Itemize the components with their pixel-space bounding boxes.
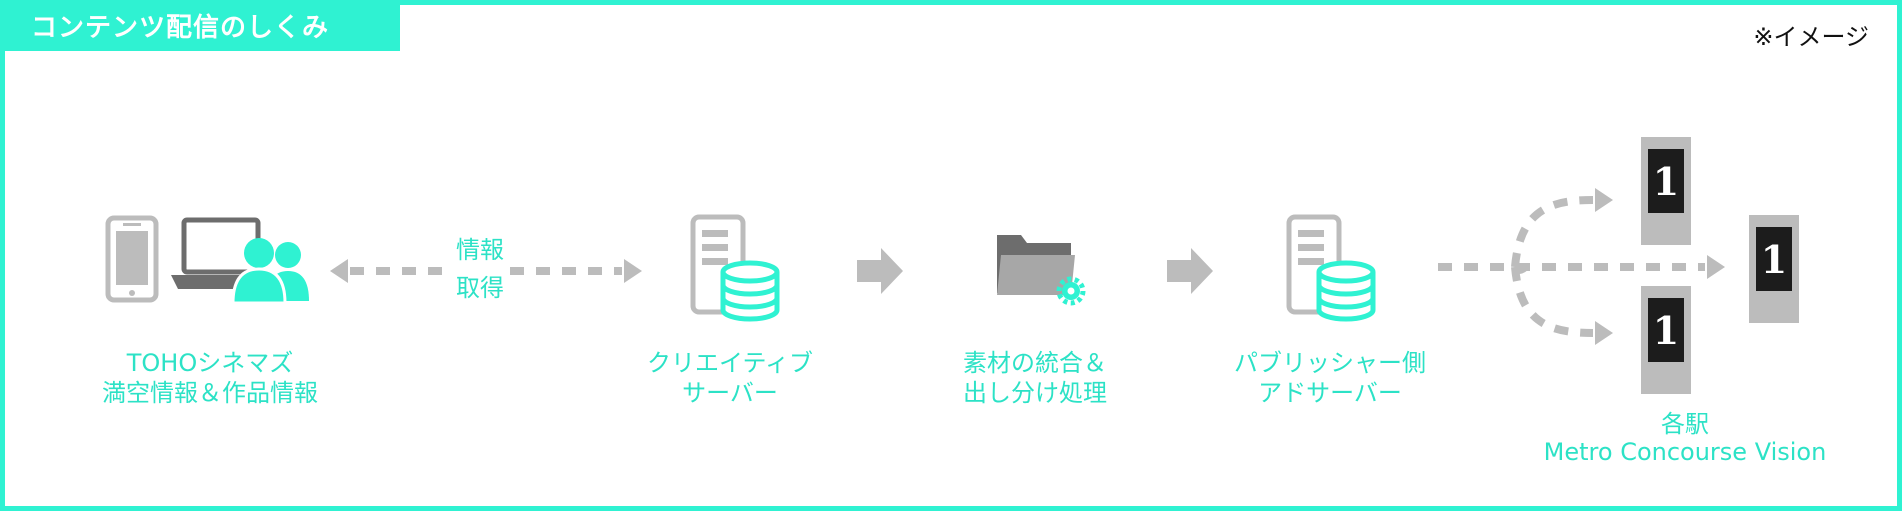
screen-digit: 1 <box>1761 237 1787 282</box>
gear-icon <box>1056 276 1086 306</box>
image-note: ※イメージ <box>1753 23 1869 51</box>
distribution-arrows <box>1438 188 1725 345</box>
stage-output-tag: 出力 <box>1287 83 1385 121</box>
flow-arrow-2 <box>1167 248 1213 294</box>
screen-digit: 1 <box>1653 159 1679 204</box>
diagram-title: コンテンツ配信のしくみ <box>5 5 400 51</box>
exchange-arrow <box>330 259 642 283</box>
screen-digit: 1 <box>1653 308 1679 353</box>
process-label: 素材の統合＆ 出し分け処理 <box>963 349 1107 407</box>
stations-label: 各駅 Metro Concourse Vision <box>1543 410 1827 466</box>
stage-input-tag: 入力 <box>692 83 790 121</box>
database-icon <box>1316 260 1376 322</box>
source-label: TOHOシネマズ 満空情報＆作品情報 <box>102 349 318 407</box>
folder-icon <box>997 235 1075 295</box>
signage-screen-icon: 1 <box>1641 286 1691 394</box>
signage-screen-icon: 1 <box>1641 137 1691 245</box>
users-icon <box>231 238 309 305</box>
exchange-label: 情報 取得 <box>456 236 504 302</box>
creative-server-label: クリエイティブ サーバー <box>646 349 814 407</box>
database-icon <box>720 260 780 322</box>
flow-arrow-1 <box>857 248 903 294</box>
diagram-canvas: 1 1 1 <box>105 137 1799 394</box>
signage-screen-icon: 1 <box>1749 215 1799 323</box>
smartphone-icon <box>105 215 159 303</box>
publisher-server-label: パブリッシャー側 アドサーバー <box>1234 349 1426 407</box>
